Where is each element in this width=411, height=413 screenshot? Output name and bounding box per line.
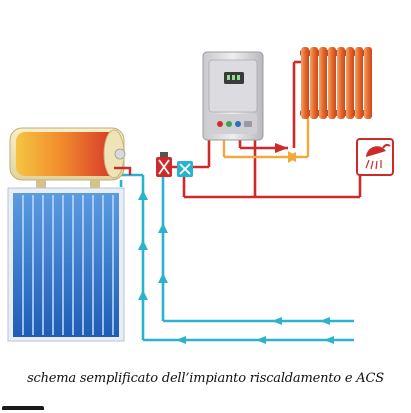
wall-boiler	[202, 51, 264, 141]
radiator	[300, 47, 372, 119]
solar-collector	[7, 187, 125, 342]
heating-system-diagram	[7, 47, 394, 344]
shower-icon	[356, 138, 394, 176]
hot-flow-arrows	[275, 143, 298, 163]
mixing-valve-group	[156, 152, 193, 177]
diagram-caption: schema semplificato dell’impianto riscal…	[27, 371, 384, 386]
cropped-text-fragment	[0, 404, 60, 413]
cold-flow-arrows	[138, 190, 334, 344]
storage-tank	[9, 127, 132, 188]
return-pipes	[222, 113, 310, 159]
cold-water-pipes	[118, 173, 354, 342]
